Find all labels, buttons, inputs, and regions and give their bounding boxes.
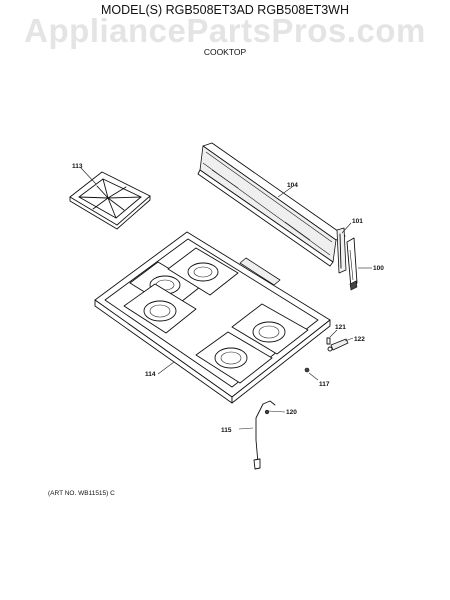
part-label-120: 120 xyxy=(286,409,297,416)
side-trim-part[interactable] xyxy=(346,237,358,291)
watermark-text: AppliancePartsPros.com xyxy=(24,12,426,49)
leader-lines xyxy=(80,167,372,430)
part-label-113: 113 xyxy=(72,163,83,170)
fastener-part[interactable] xyxy=(304,367,310,373)
part-label-121: 121 xyxy=(335,324,346,331)
page-title: MODEL(S) RGB508ET3AD RGB508ET3WH xyxy=(101,3,349,17)
cooktop-main-top-part[interactable] xyxy=(94,231,331,404)
part-label-115: 115 xyxy=(221,427,232,434)
part-label-100: 100 xyxy=(373,265,384,272)
section-subtitle: COOKTOP xyxy=(203,47,247,57)
part-label-104: 104 xyxy=(287,182,298,189)
backsplash-part[interactable] xyxy=(197,142,346,267)
end-cap-part[interactable] xyxy=(336,227,347,274)
support-rod-part[interactable] xyxy=(253,400,276,470)
burner-grate-part[interactable] xyxy=(69,171,151,230)
part-label-117: 117 xyxy=(319,381,330,388)
art-number: (ART NO. WB11515) C xyxy=(48,490,115,497)
igniter-part[interactable] xyxy=(326,337,349,352)
part-label-101: 101 xyxy=(352,218,363,225)
part-label-114: 114 xyxy=(145,371,156,378)
part-label-122: 122 xyxy=(354,336,365,343)
